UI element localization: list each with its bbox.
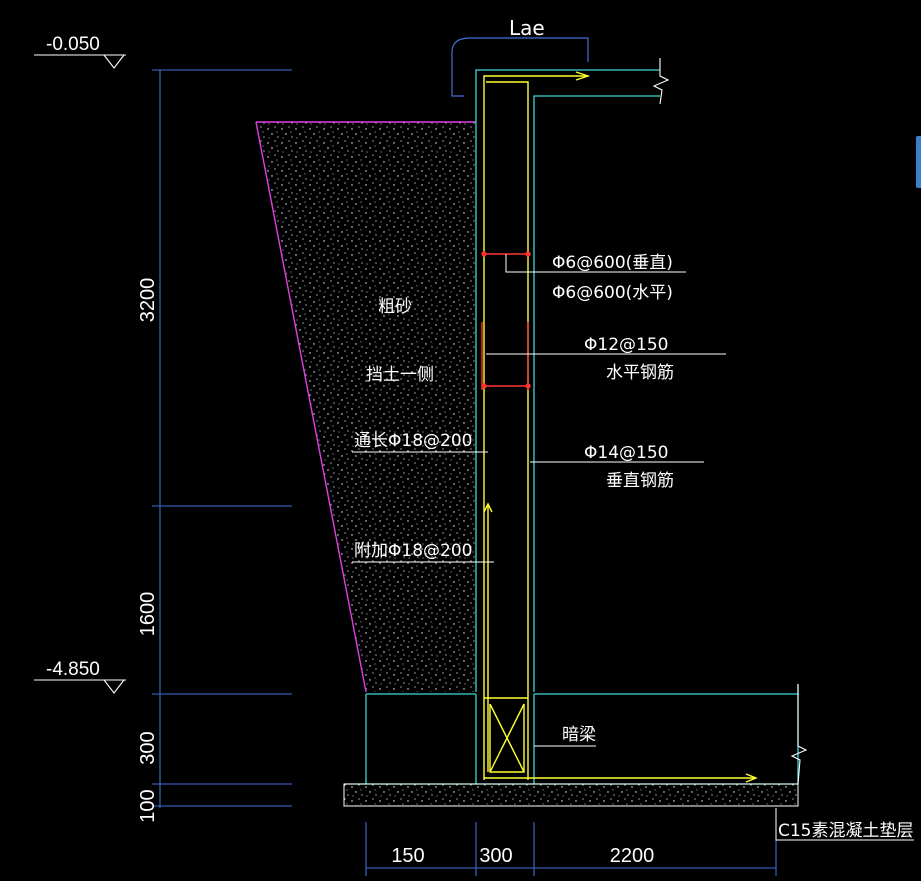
elevation-marker-top: -0.050 (34, 34, 126, 69)
note-continuous-bar: 通长Φ18@200 (354, 431, 472, 451)
dim-1600: 1600 (137, 592, 159, 637)
dim-300-horizontal: 300 (479, 845, 512, 867)
sand-backfill (255, 121, 476, 693)
rebar-beam-inner (489, 704, 525, 773)
zigzag-break-icon (652, 58, 808, 785)
tie-bars (481, 251, 531, 390)
note-hidden-beam: 暗梁 (562, 725, 596, 745)
dim-300-vertical: 300 (137, 731, 159, 764)
dim-3200: 3200 (137, 278, 159, 323)
note-horizontal-bar-spec: Φ12@150 (584, 335, 668, 355)
note-vertical-bar-name: 垂直钢筋 (606, 471, 674, 491)
triangle-elevation-icon (102, 679, 126, 694)
leader-lines (352, 254, 914, 841)
dim-2200: 2200 (610, 845, 655, 867)
vertical-dimension-line (152, 69, 292, 808)
slope-line (255, 121, 367, 693)
lae-label: Lae (509, 16, 545, 40)
scrollbar-handle[interactable] (916, 136, 921, 188)
rebar-right-vertical (486, 81, 529, 780)
triangle-elevation-icon (102, 54, 126, 69)
note-tie-vertical: Φ6@600(垂直) (552, 253, 673, 273)
lae-leader (451, 37, 589, 97)
label-retaining-side: 挡土一侧 (366, 365, 434, 385)
label-fill-material: 粗砂 (378, 297, 412, 317)
svg-text:-0.050: -0.050 (46, 34, 100, 55)
note-horizontal-bar-name: 水平钢筋 (606, 363, 674, 383)
elevation-marker-bottom: -4.850 (34, 659, 126, 694)
wall-right-face (533, 95, 660, 692)
dim-100: 100 (137, 789, 159, 822)
note-vertical-bar-spec: Φ14@150 (584, 443, 668, 463)
svg-text:-4.850: -4.850 (46, 659, 100, 680)
cushion-layer (343, 783, 799, 807)
note-cushion: C15素混凝土垫层 (778, 821, 914, 841)
rebar-left-vertical (483, 75, 588, 780)
note-tie-horizontal: Φ6@600(水平) (552, 283, 673, 303)
wall-left-face (475, 69, 660, 692)
note-additional-bar: 附加Φ18@200 (354, 541, 472, 561)
dim-150: 150 (391, 845, 424, 867)
rebar-group (483, 71, 758, 783)
horizontal-dimension-line (365, 822, 777, 876)
beam-cross-2 (489, 703, 525, 773)
